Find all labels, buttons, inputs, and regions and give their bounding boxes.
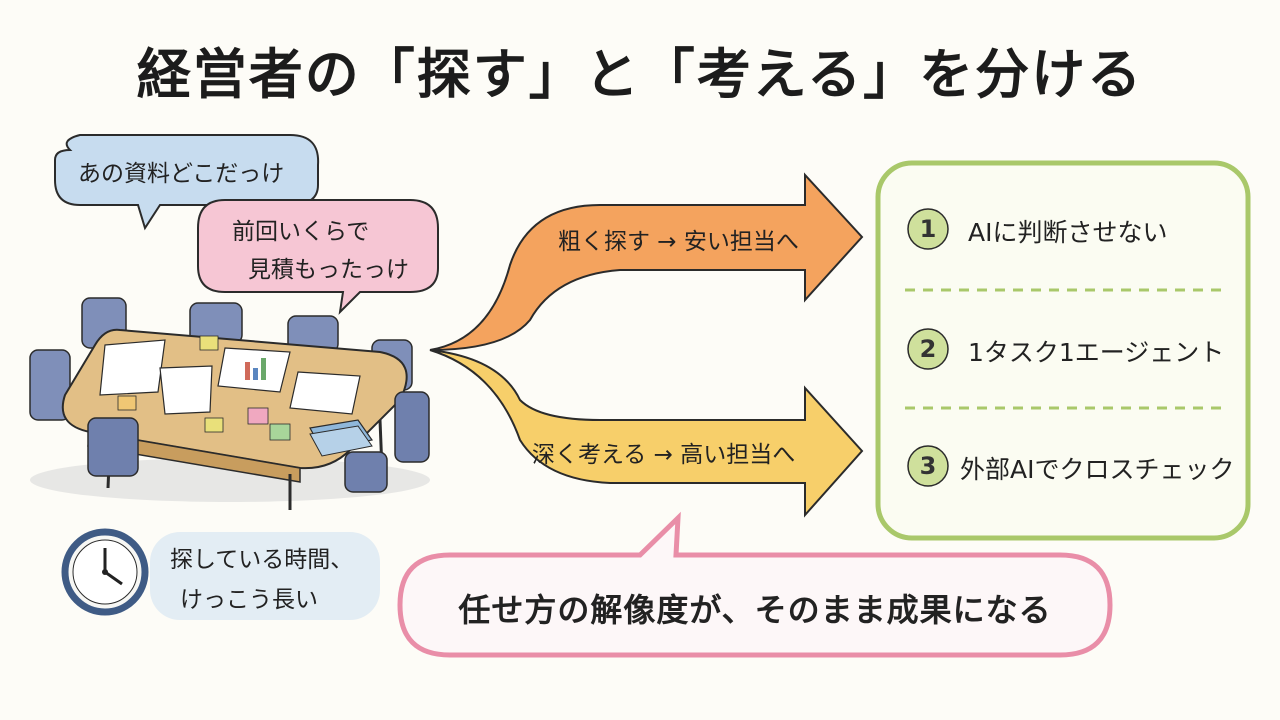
bubble-text-top: あの資料どこだっけ	[78, 161, 285, 187]
bubble-text-second-line2: 見積もったっけ	[248, 257, 409, 283]
bottom-callout-frame	[397, 511, 1113, 658]
bubble-text-second-line1: 前回いくらで	[232, 219, 370, 245]
clock-note-line1: 探している時間、	[170, 547, 354, 573]
lower-arrow-label: 深く考える → 高い担当へ	[532, 442, 796, 468]
upper-branch-arrow	[429, 172, 864, 351]
rule-label-1: AIに判断させない	[968, 218, 1168, 247]
clock-note-line2: けっこう長い	[180, 587, 318, 613]
page-title: 経営者の「探す」と「考える」を分ける	[136, 43, 1144, 106]
lower-branch-arrow	[429, 349, 864, 518]
meeting-table-illustration	[29, 297, 430, 510]
rule-label-2: 1タスク1エージェント	[968, 338, 1225, 367]
upper-arrow-label: 粗く探す → 安い担当へ	[558, 229, 799, 255]
rule-number-2: 2	[919, 335, 937, 363]
rule-number-1: 1	[919, 215, 937, 243]
clock-icon	[61, 528, 149, 616]
clock-note-wash	[150, 532, 380, 620]
speech-bubble-pink	[197, 199, 439, 315]
rules-panel-frame	[875, 160, 1251, 541]
rule-number-3: 3	[919, 452, 937, 480]
rule-label-3: 外部AIでクロスチェック	[960, 455, 1235, 484]
bottom-message: 任せ方の解像度が、そのまま成果になる	[458, 591, 1052, 629]
